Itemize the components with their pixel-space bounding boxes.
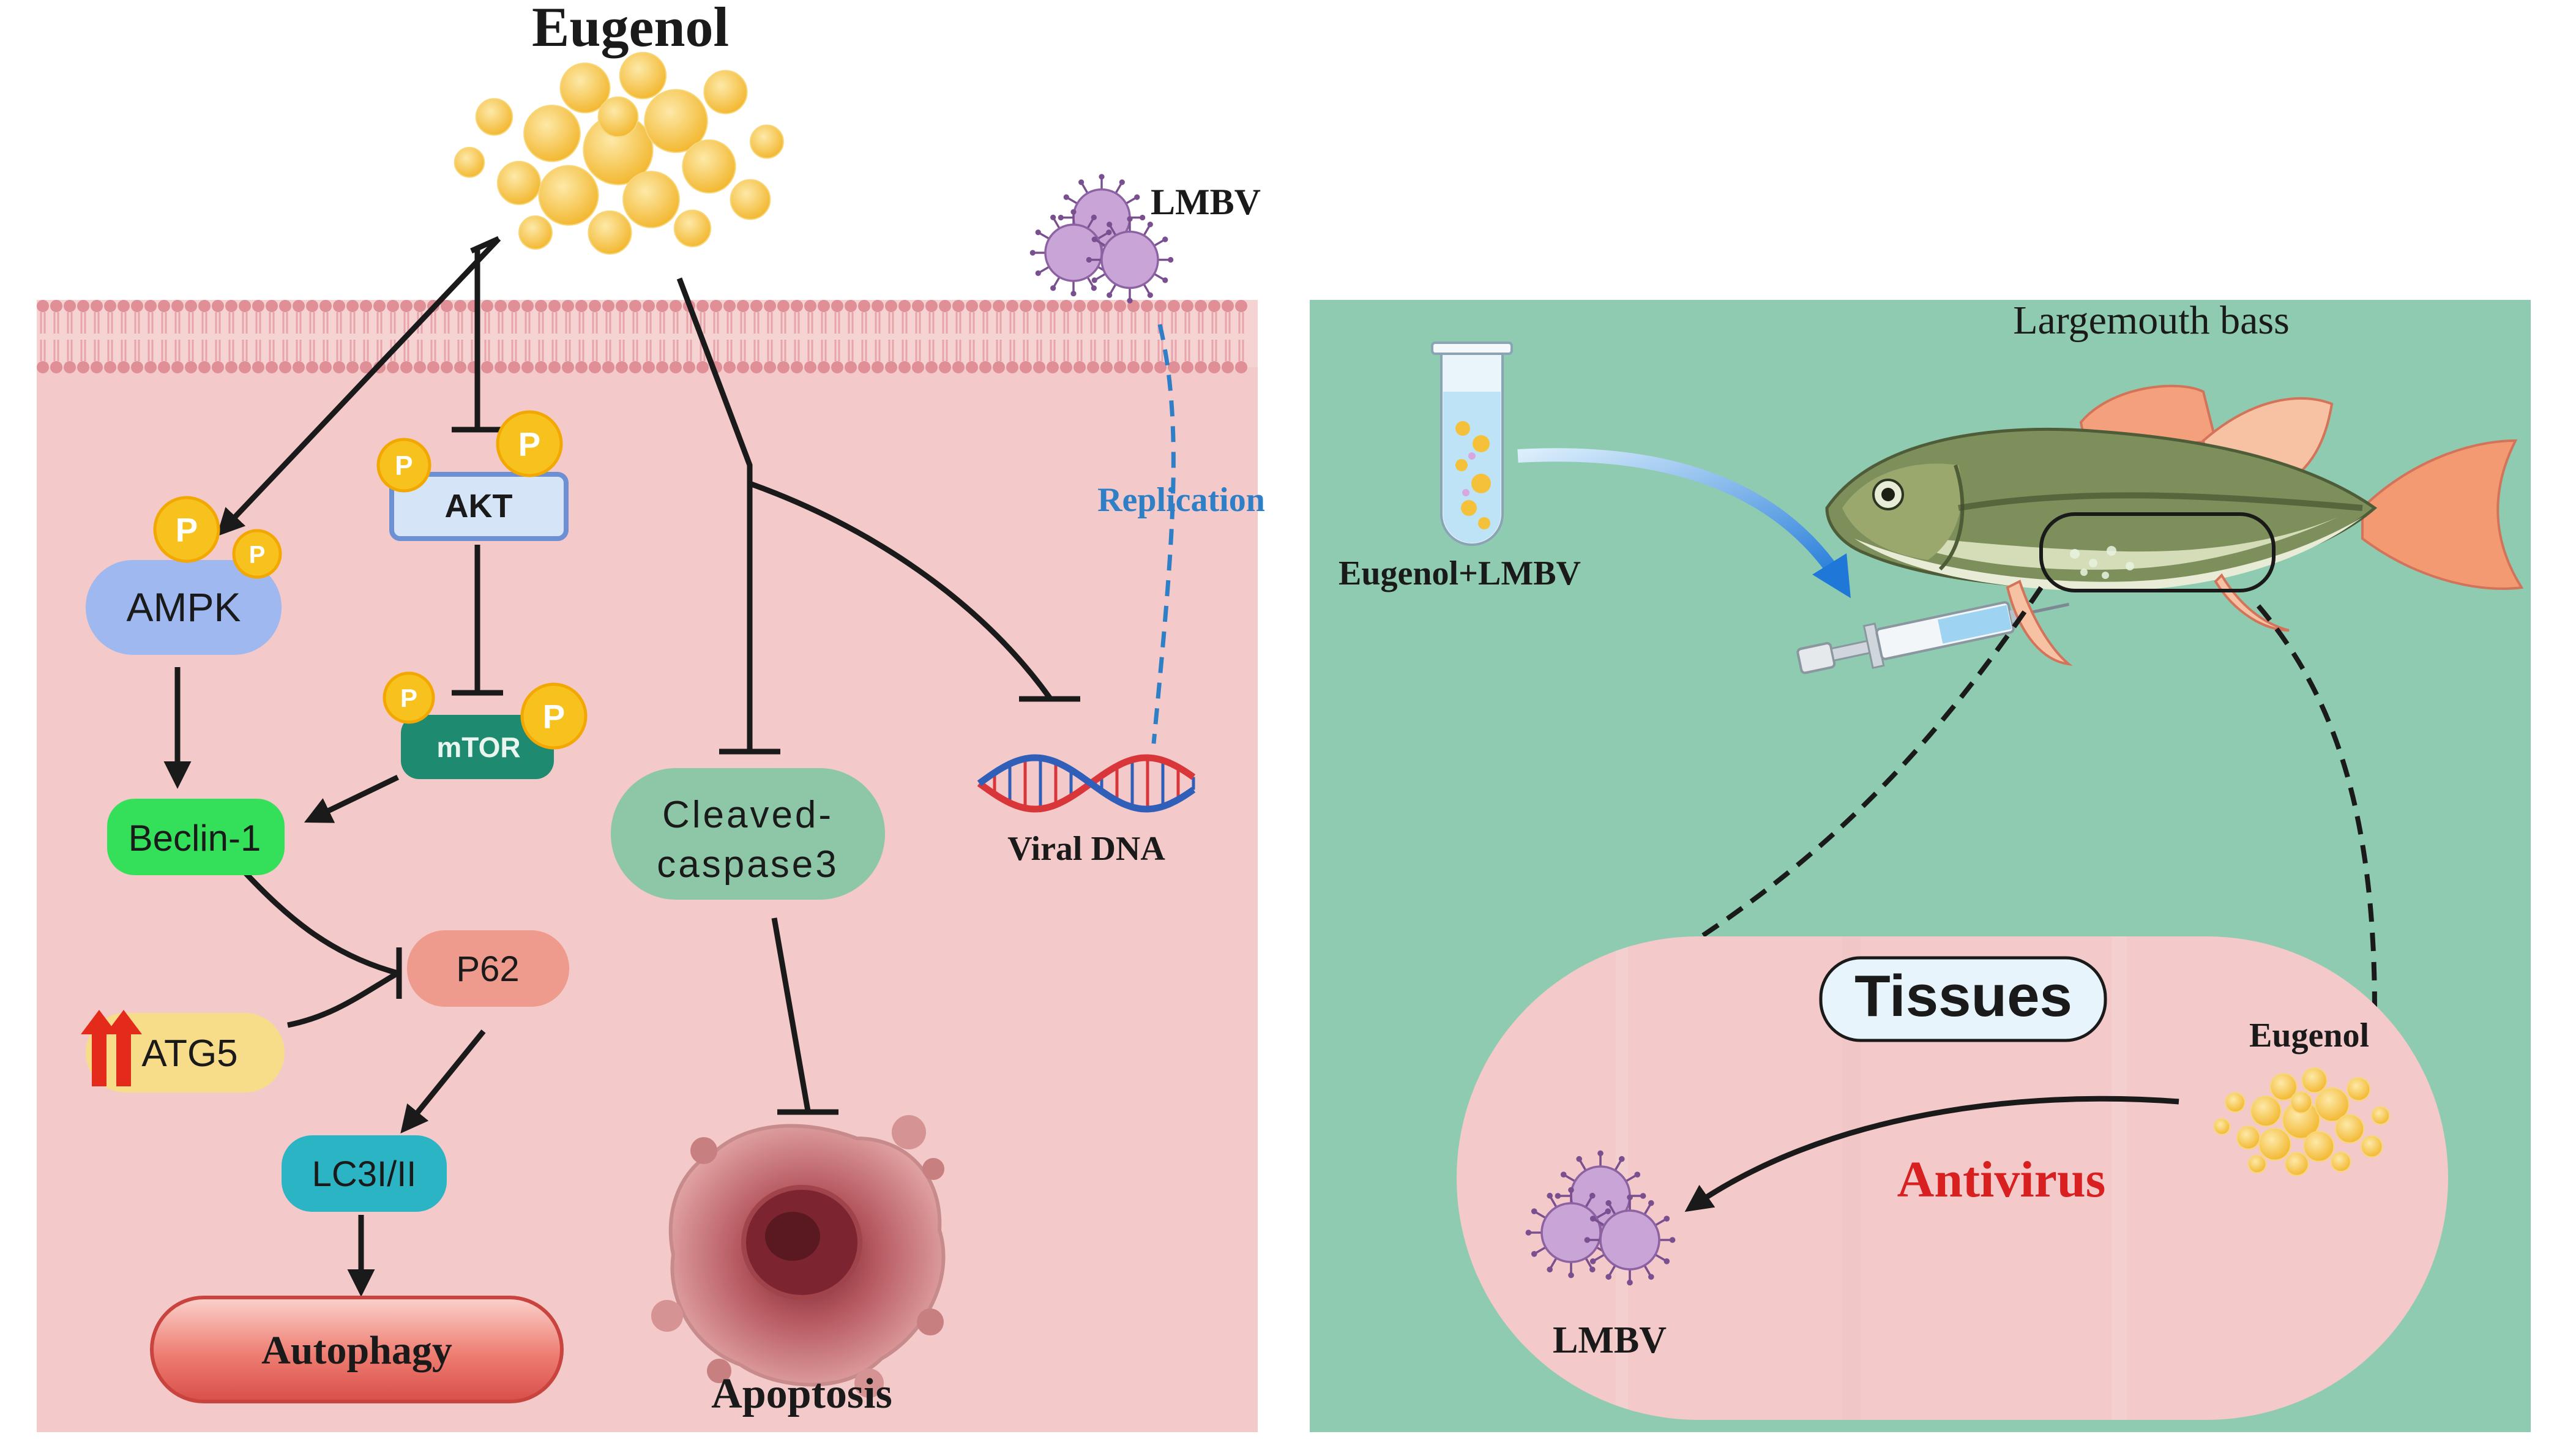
antivirus-arrow bbox=[1684, 1096, 2179, 1212]
antivirus-label: Antivirus bbox=[1897, 1151, 2106, 1208]
atg5-node: ATG5 bbox=[81, 1010, 285, 1092]
phospho-label: P bbox=[395, 451, 413, 481]
lmbv-virus-icon-tissue bbox=[1525, 1150, 1676, 1286]
membrane-lipid-heads bbox=[37, 300, 1247, 373]
lmbv-label-top: LMBV bbox=[1151, 182, 1261, 222]
largemouth-bass-icon bbox=[1825, 384, 2524, 666]
autophagy-label: Autophagy bbox=[261, 1328, 452, 1373]
p62-node: P62 bbox=[407, 930, 569, 1007]
akt-label: AKT bbox=[445, 488, 513, 525]
phospho-label: P bbox=[400, 684, 417, 712]
viral-dna-icon bbox=[977, 754, 1196, 813]
ampk-node: AMPK bbox=[86, 560, 282, 655]
viral-dna-label: Viral DNA bbox=[1007, 830, 1165, 868]
apoptotic-cell-icon bbox=[651, 1115, 946, 1398]
mtor-node: mTOR bbox=[401, 715, 554, 779]
syringe-icon bbox=[1796, 601, 2070, 674]
lmbv-label-tissue: LMBV bbox=[1553, 1320, 1667, 1361]
lc3-node: LC3I/II bbox=[282, 1135, 447, 1212]
fish-label: Largemouth bass bbox=[2013, 298, 2290, 343]
phosphorylation-badges: P P P P P P bbox=[153, 410, 588, 750]
tissue-connector-right bbox=[2256, 604, 2377, 1010]
pathway-edges bbox=[163, 236, 1080, 1297]
replication-path bbox=[1151, 324, 1176, 744]
ampk-label: AMPK bbox=[126, 584, 241, 630]
phospho-label: P bbox=[518, 426, 540, 463]
eugenol-droplets bbox=[454, 51, 784, 255]
tissue-connector-left bbox=[1700, 586, 2044, 939]
eugenol-label-tissue: Eugenol bbox=[2249, 1017, 2369, 1055]
lc3-label: LC3I/II bbox=[312, 1154, 417, 1194]
p62-label: P62 bbox=[456, 949, 519, 989]
injection-arrow bbox=[1517, 448, 1851, 599]
lmbv-virus-icon bbox=[1029, 174, 1174, 304]
upregulation-arrows-icon bbox=[81, 1010, 142, 1086]
akt-node: AKT bbox=[389, 472, 569, 541]
caspase-node: Cleaved- caspase3 bbox=[611, 768, 885, 900]
eugenol-droplets-tissue bbox=[2213, 1067, 2391, 1176]
eugenol-title: Eugenol bbox=[532, 0, 729, 58]
injection-label: Eugenol+LMBV bbox=[1339, 554, 1581, 592]
mtor-label: mTOR bbox=[436, 731, 520, 763]
caspase-label-line2: caspase3 bbox=[657, 843, 838, 886]
tissue-region: Tissues bbox=[1457, 936, 2448, 1420]
replication-label: Replication bbox=[1097, 481, 1265, 519]
tissues-label: Tissues bbox=[1854, 963, 2072, 1029]
phospho-label: P bbox=[249, 541, 266, 568]
beclin-node: Beclin-1 bbox=[107, 799, 285, 875]
atg5-label: ATG5 bbox=[141, 1032, 237, 1075]
phospho-label: P bbox=[543, 698, 565, 736]
apoptosis-label: Apoptosis bbox=[711, 1370, 892, 1417]
test-tube-icon bbox=[1431, 342, 1513, 546]
autophagy-node: Autophagy bbox=[150, 1296, 564, 1403]
phospho-label: P bbox=[176, 512, 198, 549]
beclin-label: Beclin-1 bbox=[129, 818, 261, 859]
caspase-label-line1: Cleaved- bbox=[662, 794, 834, 836]
